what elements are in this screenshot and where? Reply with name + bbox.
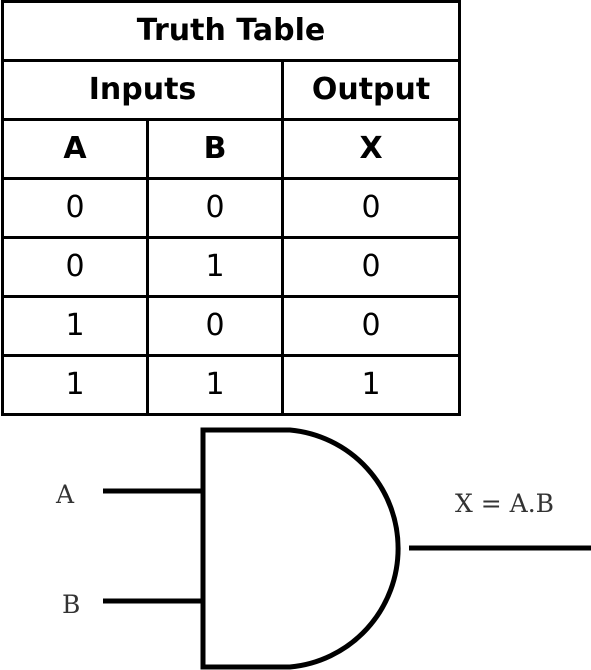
table-row: 1 1 1 (1, 354, 462, 416)
table-row: 0 1 0 (1, 236, 462, 298)
cell-b: 0 (146, 177, 284, 239)
cell-a: 0 (1, 236, 149, 298)
column-header-b: B (146, 118, 284, 180)
cell-x: 0 (280, 177, 462, 239)
group-header-row: Inputs Output (1, 59, 462, 121)
table-title: Truth Table (0, 0, 462, 62)
cell-a: 1 (1, 295, 149, 357)
truth-table: Truth Table Inputs Output A B X 0 0 0 0 … (0, 0, 462, 416)
cell-x: 0 (280, 236, 462, 298)
cell-a: 1 (1, 354, 149, 416)
cell-b: 1 (146, 236, 284, 298)
cell-x: 0 (280, 295, 462, 357)
output-label: X = A.B (455, 489, 554, 518)
input-a-label: A (55, 480, 75, 509)
column-header-a: A (1, 118, 149, 180)
cell-a: 0 (1, 177, 149, 239)
table-row: 1 0 0 (1, 295, 462, 357)
and-gate-body (200, 427, 401, 670)
input-b-label: B (62, 590, 80, 619)
table-title-row: Truth Table (0, 0, 462, 62)
output-header: Output (280, 59, 462, 121)
cell-b: 1 (146, 354, 284, 416)
table-row: 0 0 0 (1, 177, 462, 239)
cell-b: 0 (146, 295, 284, 357)
cell-x: 1 (280, 354, 462, 416)
inputs-header: Inputs (1, 59, 284, 121)
column-header-x: X (280, 118, 462, 180)
column-header-row: A B X (1, 118, 462, 180)
and-gate-diagram: A B X = A.B (55, 427, 591, 670)
